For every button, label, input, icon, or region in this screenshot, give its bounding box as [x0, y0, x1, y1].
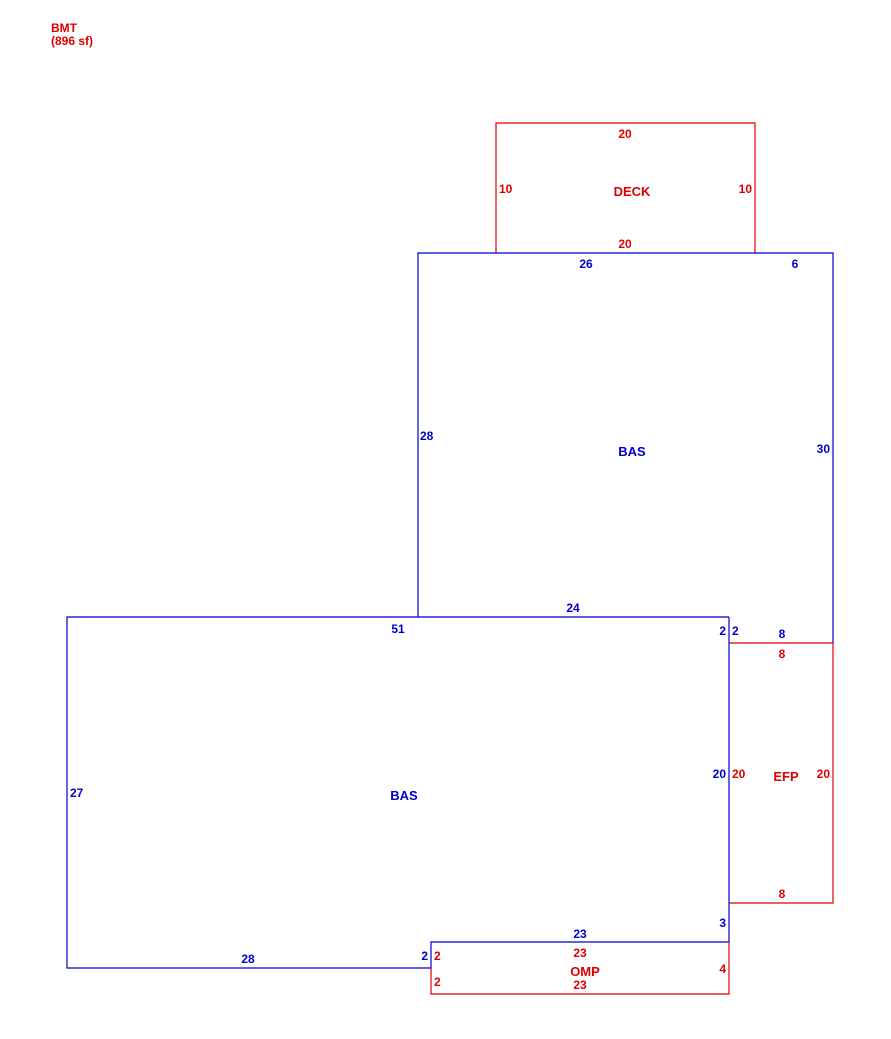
dim-bas-lower-bottom: 28: [241, 952, 255, 966]
bas-lower-area-label: BAS: [390, 788, 418, 803]
dim-bas-lower-top: 51: [391, 622, 405, 636]
dim-omp-left-b: 2: [434, 975, 441, 989]
dim-omp-left-a: 2: [434, 949, 441, 963]
dim-omp-top: 23: [573, 946, 587, 960]
deck-area-label: DECK: [614, 184, 651, 199]
dim-bas-lower-corner-a: 2: [719, 624, 726, 638]
dim-deck-left: 10: [499, 182, 513, 196]
deck-outline: [495, 122, 756, 253]
dim-bas-upper-top-right: 6: [792, 257, 799, 271]
dim-omp-right: 4: [719, 962, 726, 976]
sketch-header: BMT (896 sf): [51, 22, 93, 48]
bas-upper-outline: [417, 252, 834, 643]
dim-efp-bottom: 8: [779, 887, 786, 901]
efp-outline: [729, 642, 834, 904]
dim-efp-right: 20: [817, 767, 831, 781]
dim-bas-lower-right: 20: [713, 767, 727, 781]
dim-bas-lower-left: 27: [70, 786, 84, 800]
dim-deck-right: 10: [739, 182, 753, 196]
dim-bas-lower-corner-b: 2: [732, 624, 739, 638]
dim-efp-top: 8: [779, 647, 786, 661]
dim-efp-left: 20: [732, 767, 746, 781]
bas-upper-area-label: BAS: [618, 444, 646, 459]
omp-area-label: OMP: [570, 964, 600, 979]
dim-bas-upper-right: 30: [817, 442, 831, 456]
dim-omp-bottom: 23: [573, 978, 587, 992]
dim-bas-upper-bottom: 24: [566, 601, 580, 615]
dim-deck-bottom: 20: [618, 237, 632, 251]
efp-area-label: EFP: [773, 769, 799, 784]
dim-deck-top: 20: [618, 127, 632, 141]
header-code: BMT: [51, 21, 77, 35]
dim-bas-lower-step: 3: [719, 916, 726, 930]
dim-bas-upper-top-left: 26: [579, 257, 593, 271]
dim-bas-lower-small: 2: [421, 949, 428, 963]
dim-bas-upper-left: 28: [420, 429, 434, 443]
header-area: (896 sf): [51, 34, 94, 48]
dim-efp-top-blue: 8: [779, 627, 786, 641]
dim-bas-lower-omp-top: 23: [573, 927, 587, 941]
omp-outline: [430, 942, 730, 995]
